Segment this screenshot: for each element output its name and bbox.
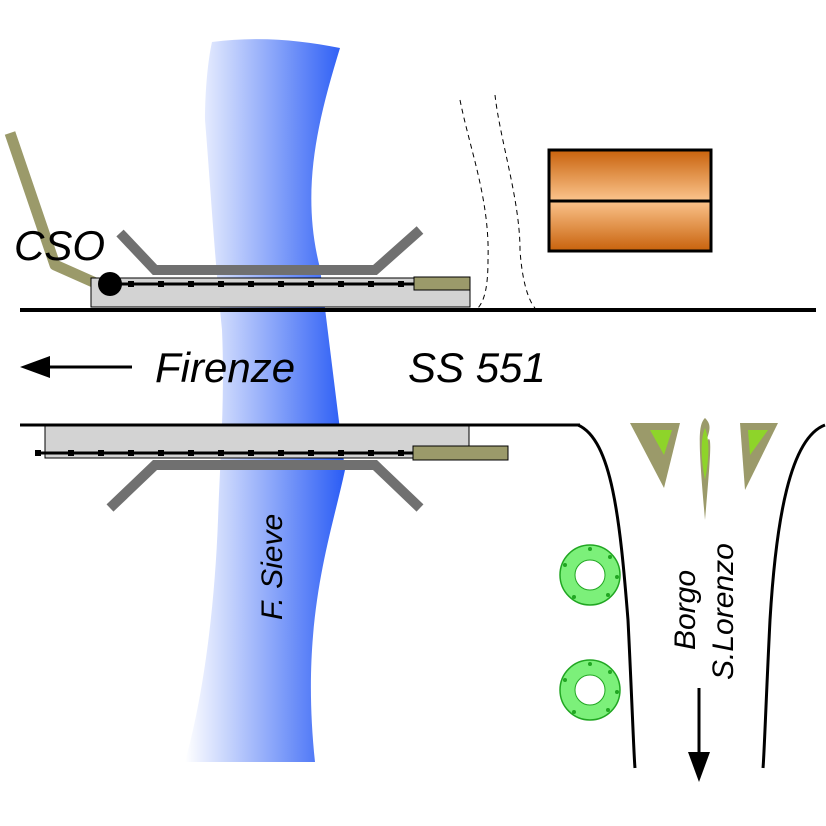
dashed-path-right [494,94,536,309]
bridge-north [4,131,471,308]
firenze-label: Firenze [155,344,295,391]
cso-label: CSO [14,222,105,269]
borgo-label-line2: S.Lorenzo [707,543,740,680]
side-road-west-edge [577,423,637,769]
traffic-island-icon [630,418,778,520]
road-label: SS 551 [408,344,546,391]
arrow-left-icon [20,356,132,378]
building-icon [547,148,713,253]
river-label: F. Sieve [256,514,289,620]
tree-icon [559,544,621,606]
dashed-path-left [459,99,489,309]
cso-point-marker [98,272,122,296]
tree-icon [559,659,621,721]
bridge-south [35,425,509,512]
borgo-label-line1: Borgo [669,570,702,650]
side-road-east-edge [761,423,826,769]
river-sieve [185,39,345,763]
arrow-down-icon [688,688,710,782]
